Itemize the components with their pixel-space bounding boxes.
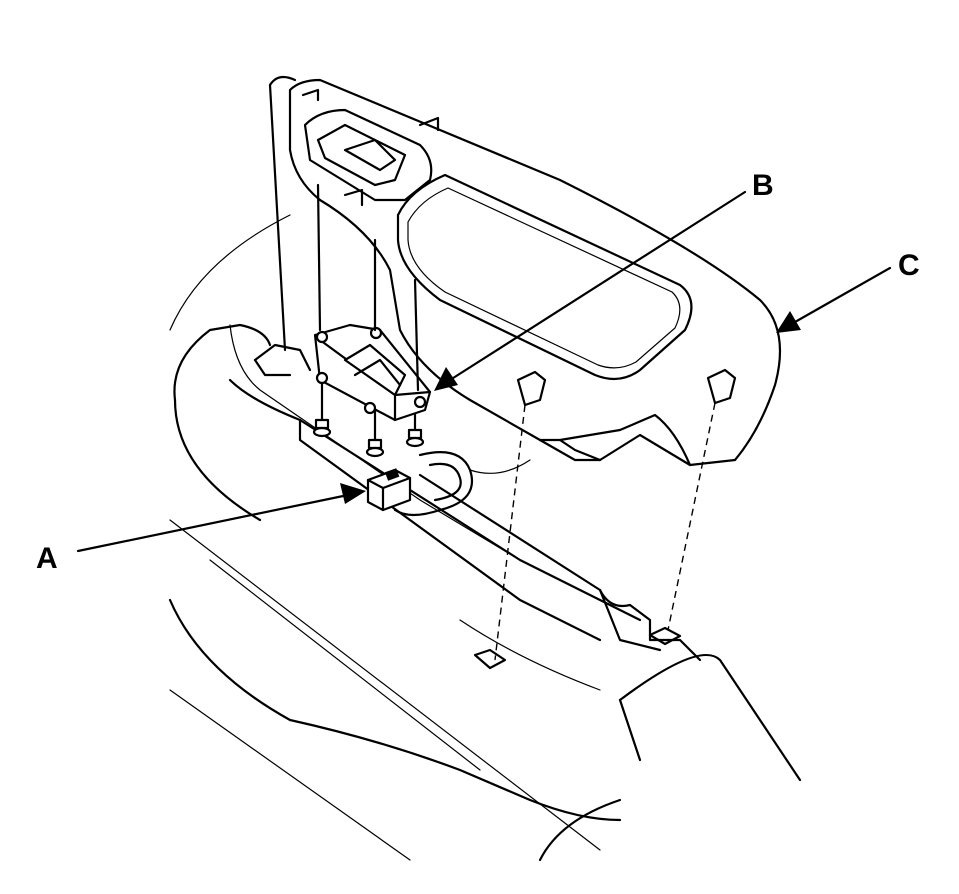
armrest-panel	[268, 75, 782, 467]
switch-recess	[253, 343, 531, 517]
callout-label-c: C	[898, 249, 920, 282]
mounting-screws	[312, 378, 425, 458]
assembly-guide-lines	[316, 183, 716, 670]
callout-label-a: A	[36, 542, 58, 575]
door-panel-body	[168, 214, 802, 862]
wire-harness-connector	[366, 468, 412, 512]
power-window-switch	[313, 323, 432, 422]
callout-leaders	[76, 190, 892, 553]
callout-label-b: B	[752, 169, 774, 202]
